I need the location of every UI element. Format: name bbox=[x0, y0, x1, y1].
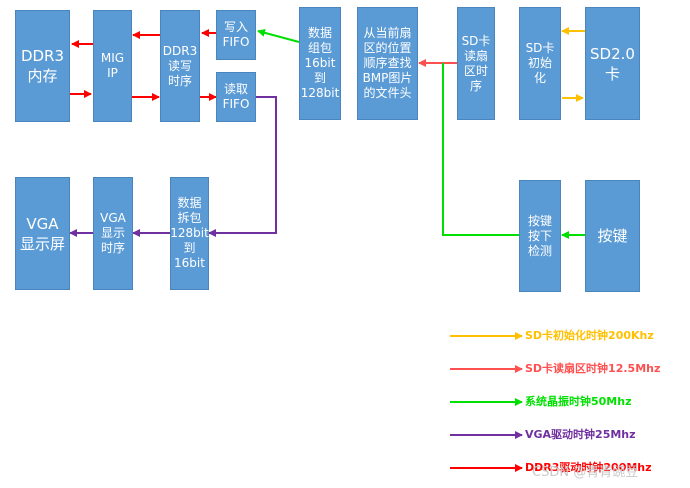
read-fifo-block: 读取 FIFO bbox=[216, 72, 256, 122]
sd-read-timing-block: SD卡 读扇 区时 序 bbox=[457, 7, 495, 120]
vga-screen-block: VGA 显示屏 bbox=[15, 177, 70, 290]
bmp-search-block: 从当前扇 区的位置 顺序查找 BMP图片 的文件头 bbox=[357, 7, 418, 120]
legend-ddr3-clock: DDR3驱动时钟200Mhz bbox=[525, 461, 652, 474]
legend-sd-read-clock: SD卡读扇区时钟12.5Mhz bbox=[525, 362, 661, 375]
wire-read-fifo-to-unpack bbox=[208, 96, 277, 237]
ddr3-memory-block: DDR3 内存 bbox=[15, 10, 70, 122]
watermark: CSDN @青青豌豆 bbox=[532, 465, 639, 480]
vga-timing-block: VGA 显示 时序 bbox=[93, 177, 133, 290]
data-pack-block: 数据 组包 16bit 到 128bit bbox=[299, 7, 341, 120]
legend-system-clock: 系统晶振时钟50Mhz bbox=[525, 395, 632, 408]
wire-detect-to-bus bbox=[442, 63, 519, 236]
legend-vga-clock: VGA驱动时钟25Mhz bbox=[525, 428, 636, 441]
sd-card-block: SD2.0 卡 bbox=[585, 7, 640, 120]
key-block: 按键 bbox=[585, 180, 640, 292]
legend-sd-init-clock: SD卡初始化时钟200Khz bbox=[525, 329, 654, 342]
wire-pack-to-write-fifo bbox=[257, 28, 300, 43]
write-fifo-block: 写入 FIFO bbox=[216, 10, 256, 60]
ddr3-rw-timing-block: DDR3 读写 时序 bbox=[160, 10, 200, 122]
sd-init-block: SD卡 初始 化 bbox=[519, 7, 561, 120]
mig-ip-block: MIG IP bbox=[93, 10, 132, 122]
key-detect-block: 按键 按下 检测 bbox=[519, 180, 561, 292]
data-unpack-block: 数据 拆包 128bit 到 16bit bbox=[170, 177, 209, 290]
